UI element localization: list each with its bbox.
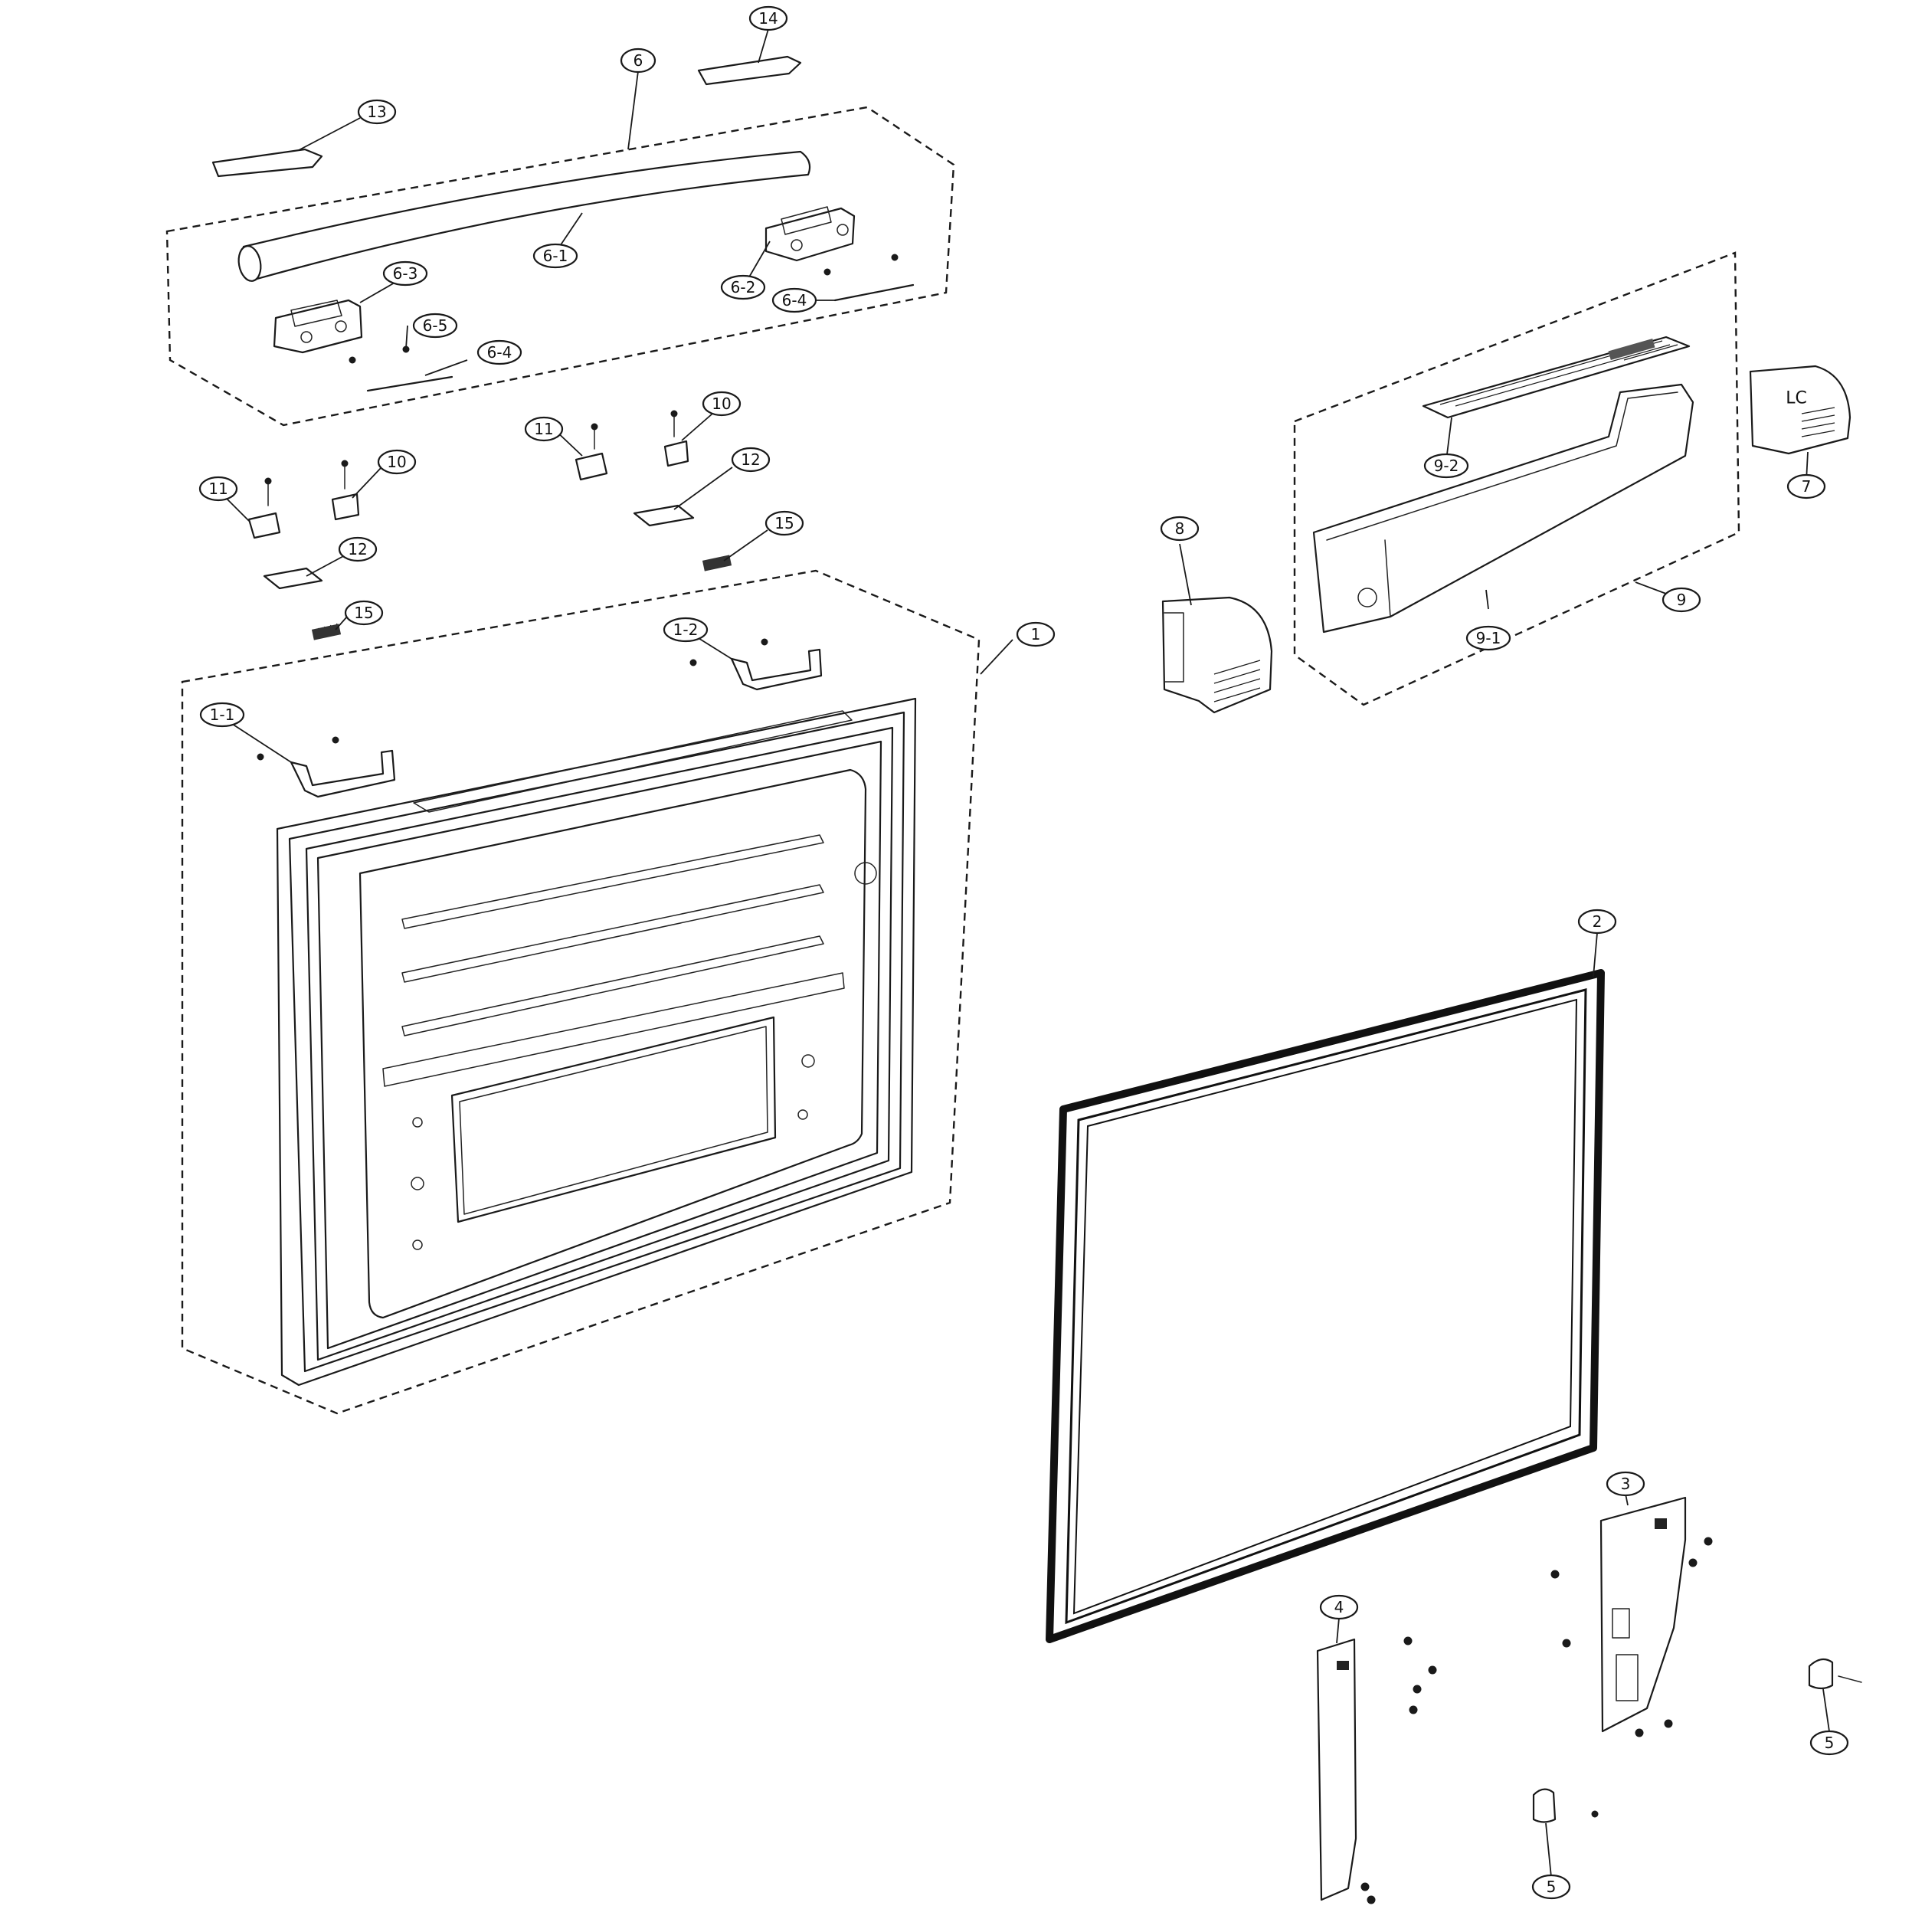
callout-10-right: 10 xyxy=(702,391,742,417)
svg-text:5: 5 xyxy=(1825,1734,1835,1752)
svg-text:1: 1 xyxy=(1031,625,1041,643)
callout-11-right: 11 xyxy=(524,416,564,442)
handle-rod-right xyxy=(833,283,915,302)
callout-8: 8 xyxy=(1160,516,1200,542)
svg-text:15: 15 xyxy=(354,604,373,622)
callout-6-2: 6-2 xyxy=(720,274,766,300)
stopper-a-right xyxy=(663,410,689,467)
callout-6-1: 6-1 xyxy=(532,243,578,269)
svg-text:10: 10 xyxy=(712,395,731,413)
svg-text:11: 11 xyxy=(534,420,553,438)
callout-9-1: 9-1 xyxy=(1465,625,1511,651)
svg-text:7: 7 xyxy=(1802,477,1812,496)
callout-1-1: 1-1 xyxy=(199,702,245,728)
svg-text:6-4: 6-4 xyxy=(782,291,807,309)
cover-marking: LC xyxy=(1786,389,1807,408)
spring-right xyxy=(702,555,732,571)
svg-text:11: 11 xyxy=(208,480,228,498)
guard-assembly-boundary xyxy=(1293,251,1740,706)
callout-4: 4 xyxy=(1319,1594,1359,1620)
stopper-a-left xyxy=(331,460,360,521)
svg-text:6-5: 6-5 xyxy=(423,316,448,335)
guard-bin xyxy=(1312,383,1694,634)
svg-text:6-2: 6-2 xyxy=(731,278,756,296)
callout-3: 3 xyxy=(1606,1471,1645,1497)
door-assembly-boundary xyxy=(181,569,981,1415)
door-bracket-right xyxy=(689,638,823,691)
callout-7: 7 xyxy=(1786,473,1826,499)
stopper-b-left xyxy=(247,477,281,539)
handle-bar xyxy=(237,150,811,282)
svg-text:1-1: 1-1 xyxy=(210,706,235,724)
svg-text:14: 14 xyxy=(758,9,778,28)
callout-6-4-left: 6-4 xyxy=(476,339,522,365)
stopper-b-right xyxy=(575,423,608,481)
svg-text:12: 12 xyxy=(741,450,760,469)
callout-2: 2 xyxy=(1577,909,1617,935)
callout-5-bottom: 5 xyxy=(1531,1874,1571,1900)
callout-6-3: 6-3 xyxy=(382,260,428,287)
door-bracket-left xyxy=(257,736,396,798)
svg-text:4: 4 xyxy=(1334,1598,1344,1616)
hinge-cap-bottom xyxy=(1532,1788,1599,1823)
svg-text:6-4: 6-4 xyxy=(487,343,512,362)
svg-text:1-2: 1-2 xyxy=(673,621,699,639)
svg-text:13: 13 xyxy=(367,103,386,121)
svg-text:9: 9 xyxy=(1677,591,1687,609)
callout-6: 6 xyxy=(620,47,656,74)
callout-1: 1 xyxy=(1016,621,1056,647)
callout-9: 9 xyxy=(1662,587,1701,613)
svg-text:2: 2 xyxy=(1593,912,1603,931)
callout-12-right: 12 xyxy=(731,447,771,473)
guard-lid xyxy=(1422,336,1691,419)
svg-text:6: 6 xyxy=(634,51,643,70)
freezer-door xyxy=(276,697,917,1387)
cap-left xyxy=(211,148,323,178)
handle-rod-left xyxy=(366,375,453,392)
slider-left xyxy=(263,567,323,590)
leader-lines xyxy=(221,28,1830,1878)
spring-left xyxy=(311,623,342,640)
svg-text:8: 8 xyxy=(1175,519,1185,538)
svg-text:6-3: 6-3 xyxy=(393,264,418,283)
callout-14: 14 xyxy=(748,5,788,31)
callout-13: 13 xyxy=(357,99,397,125)
callout-6-4-right: 6-4 xyxy=(771,287,817,313)
hinge-bracket-right xyxy=(1550,1496,1713,1737)
svg-text:12: 12 xyxy=(348,540,367,558)
callout-10-left: 10 xyxy=(377,449,417,475)
svg-text:10: 10 xyxy=(387,453,406,471)
cover-left xyxy=(1161,596,1273,714)
handle-end-right xyxy=(764,206,856,262)
callout-12-left: 12 xyxy=(338,536,378,562)
callout-15-right: 15 xyxy=(764,510,804,536)
handle-end-left xyxy=(273,299,363,354)
hinge-bracket-left xyxy=(1316,1636,1437,1904)
slider-right xyxy=(633,504,695,527)
svg-text:9-2: 9-2 xyxy=(1434,457,1459,475)
svg-text:9-1: 9-1 xyxy=(1476,629,1501,647)
svg-text:5: 5 xyxy=(1547,1878,1557,1896)
callout-9-2: 9-2 xyxy=(1423,453,1469,479)
callout-1-2: 1-2 xyxy=(663,617,709,643)
door-gasket xyxy=(1046,969,1605,1643)
svg-text:3: 3 xyxy=(1621,1475,1631,1493)
svg-text:15: 15 xyxy=(774,514,794,532)
callout-11-left: 11 xyxy=(198,476,238,502)
callout-6-5: 6-5 xyxy=(412,313,458,339)
callout-5-right: 5 xyxy=(1809,1730,1849,1756)
cap-right xyxy=(697,55,802,86)
svg-text:6-1: 6-1 xyxy=(543,247,568,265)
callout-15-left: 15 xyxy=(344,600,384,626)
handle-assembly-boundary xyxy=(165,106,955,427)
handle-screws xyxy=(349,254,899,364)
cover-right: LC xyxy=(1749,365,1851,455)
hinge-cap-right xyxy=(1808,1658,1862,1690)
